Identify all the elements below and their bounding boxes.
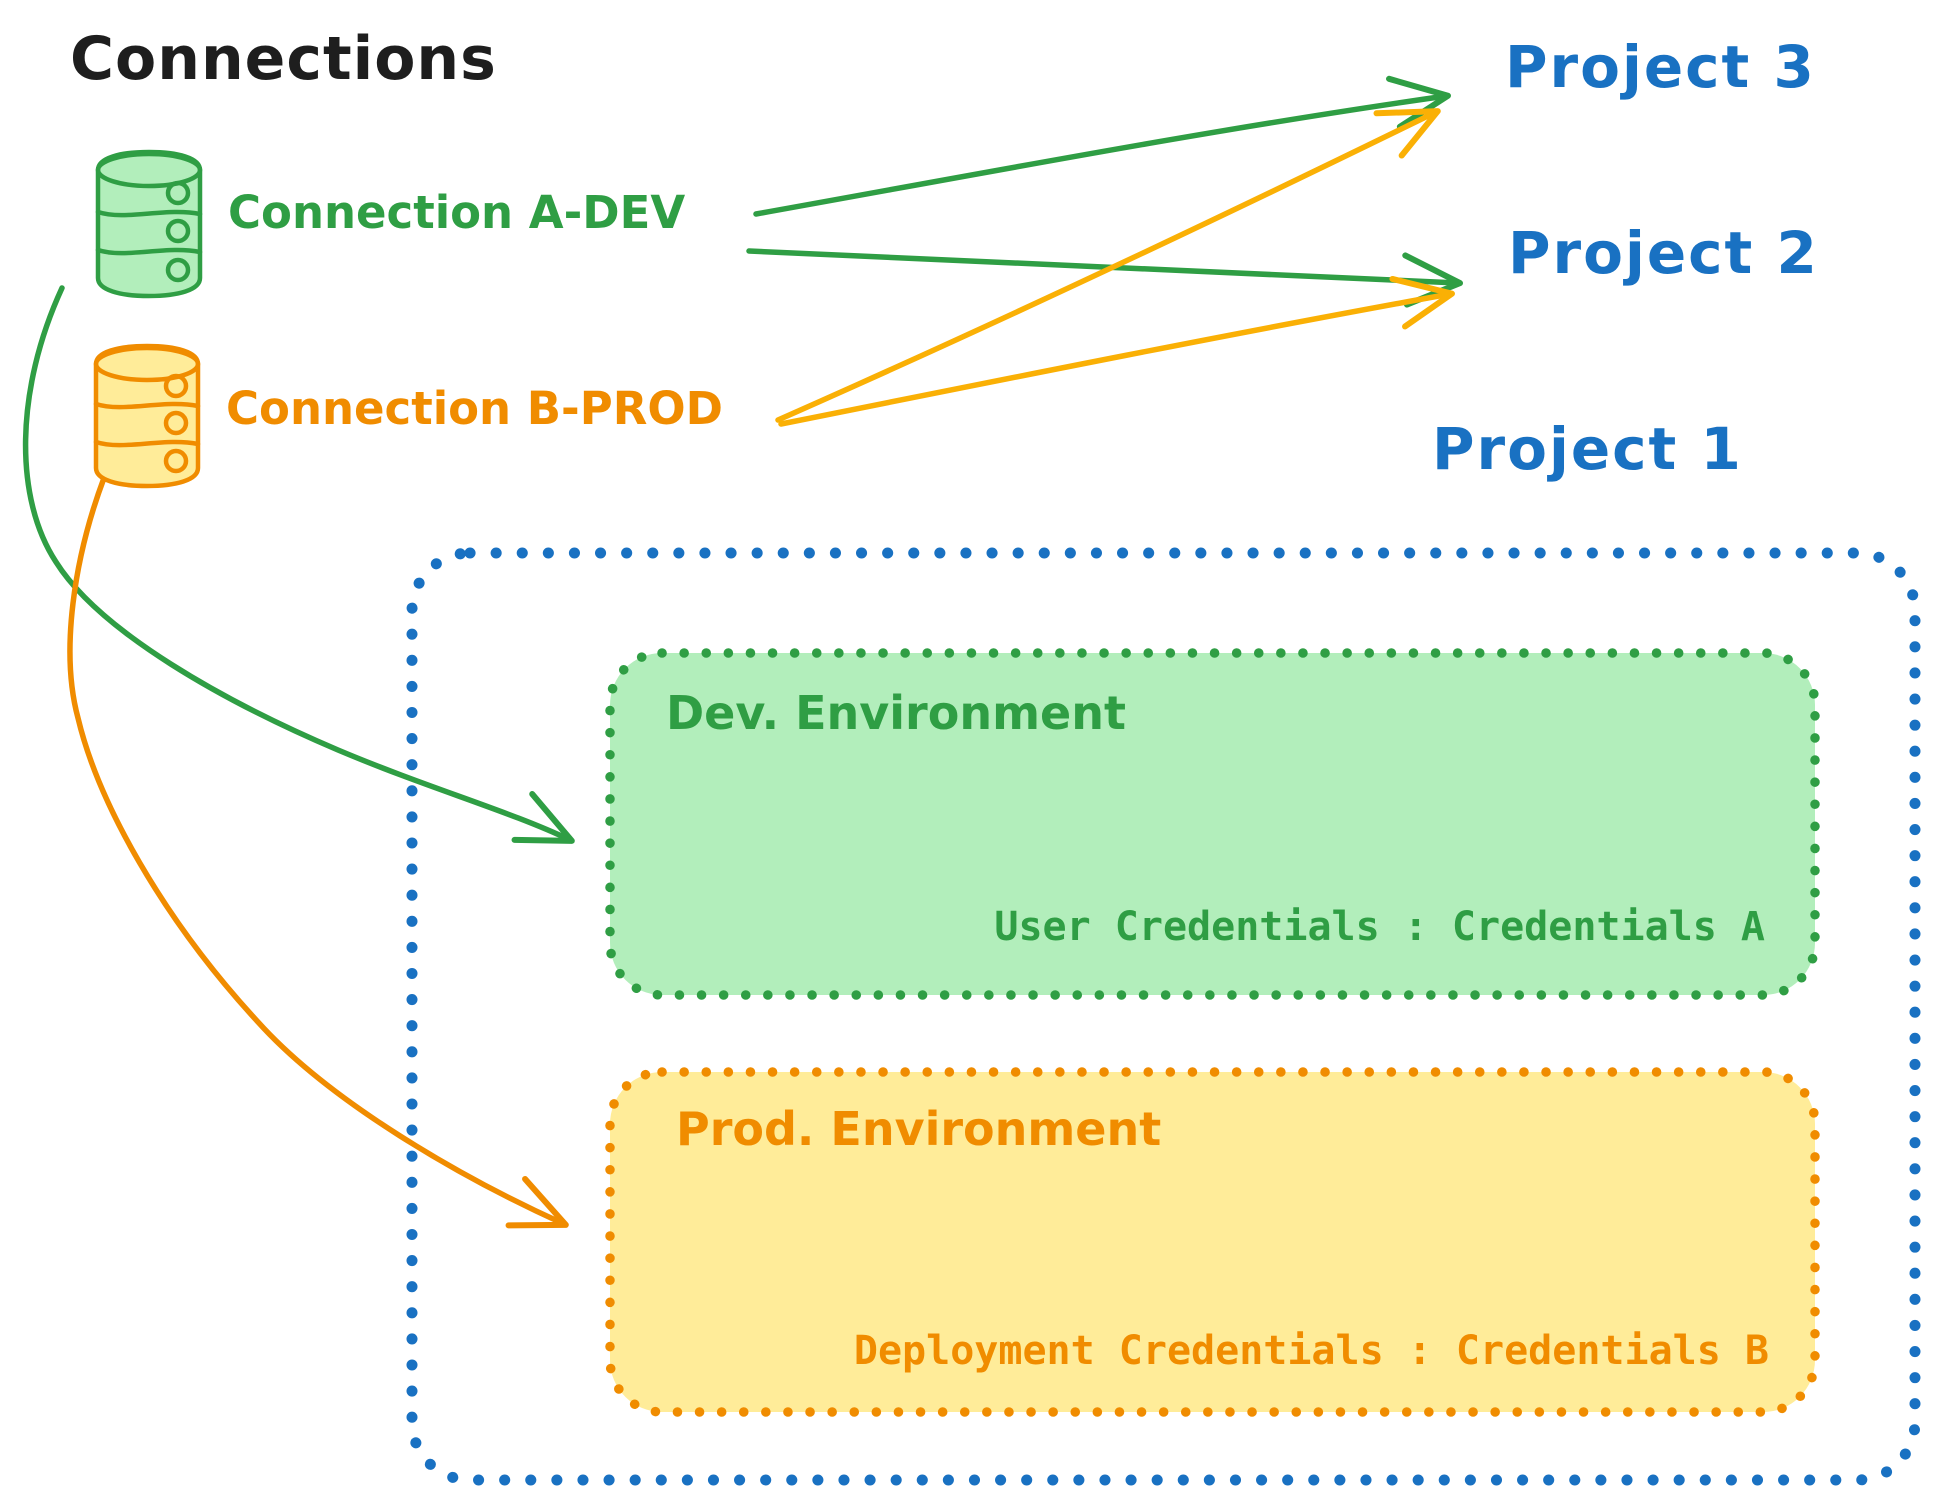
arrow-a-dev-to-project-3 bbox=[753, 75, 1451, 217]
database-icon-b-prod bbox=[93, 343, 201, 489]
arrow-a-dev-to-dev-environment bbox=[22, 285, 575, 844]
database-icon-a-dev bbox=[95, 149, 203, 299]
project-2-label: Project 2 bbox=[1508, 219, 1819, 287]
prod-environment-box bbox=[605, 1067, 1820, 1417]
arrow-b-prod-to-prod-environment bbox=[67, 475, 569, 1229]
dev-environment-box bbox=[605, 648, 1820, 1000]
arrow-a-dev-to-project-2 bbox=[746, 248, 1463, 308]
arrow-b-prod-to-project-3 bbox=[775, 108, 1441, 423]
project-3-label: Project 3 bbox=[1505, 33, 1816, 101]
prod-environment-credentials: Deployment Credentials : Credentials B bbox=[853, 1328, 1769, 1374]
dev-environment-title: Dev. Environment bbox=[666, 686, 1126, 740]
prod-environment-title: Prod. Environment bbox=[676, 1102, 1162, 1156]
diagram-title: Connections bbox=[70, 24, 497, 94]
project-1-container-box bbox=[406, 547, 1921, 1486]
connection-b-prod-label: Connection B-PROD bbox=[226, 382, 723, 435]
arrow-b-prod-to-project-2 bbox=[778, 275, 1455, 427]
connection-a-dev-label: Connection A-DEV bbox=[228, 186, 686, 239]
dev-environment-credentials: User Credentials : Credentials A bbox=[994, 904, 1765, 950]
project-1-label: Project 1 bbox=[1432, 415, 1743, 483]
